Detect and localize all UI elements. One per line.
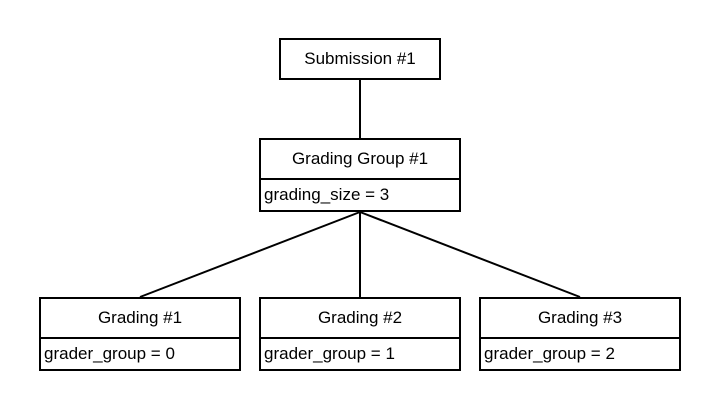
grading-node-1: Grading #1 grader_group = 0 [39,297,241,371]
edge-group-to-grading-1 [139,211,361,298]
grading-attribute: grader_group = 1 [261,337,459,369]
grading-node-3: Grading #3 grader_group = 2 [479,297,681,371]
grading-attribute: grader_group = 2 [481,337,679,369]
grading-group-title: Grading Group #1 [291,149,429,168]
grading-attribute: grader_group = 0 [41,337,239,369]
grading-node-2: Grading #2 grader_group = 1 [259,297,461,371]
grading-title: Grading #2 [317,308,403,327]
edge-group-to-grading-3 [359,211,581,298]
submission-title: Submission #1 [304,49,416,68]
grading-title: Grading #3 [537,308,623,327]
grading-group-node: Grading Group #1 grading_size = 3 [259,138,461,212]
grading-group-attribute: grading_size = 3 [261,178,459,210]
submission-node: Submission #1 [279,38,441,80]
grading-title: Grading #1 [97,308,183,327]
